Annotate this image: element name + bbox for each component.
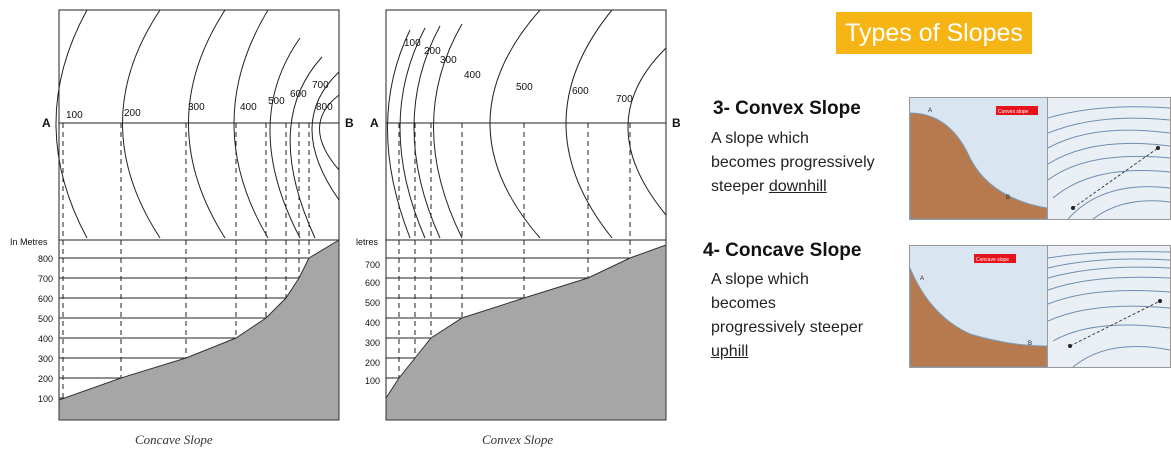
concave-contour-label: 800 <box>316 102 333 113</box>
convex-height-tick: 500 <box>365 298 380 308</box>
concave-contour-label: 600 <box>290 89 307 100</box>
convex-height-tick: 300 <box>365 338 380 348</box>
concave-point-a: A <box>42 116 51 130</box>
concave-height-tick: 500 <box>38 314 53 324</box>
concave-contour-label: 700 <box>312 80 329 91</box>
concave-desc-line: A slope which <box>711 271 809 288</box>
concave-height-tick: 100 <box>38 394 53 404</box>
concave-thumb-point-b: B <box>1028 341 1032 347</box>
convex-contour-label: 700 <box>616 94 633 105</box>
concave-contour-label: 100 <box>66 110 83 121</box>
concave-height-tick: 300 <box>38 354 53 364</box>
convex-contour-label: 200 <box>424 46 441 57</box>
concave-caption: Concave Slope <box>135 432 213 447</box>
concave-height-tick: 400 <box>38 334 53 344</box>
convex-point-a: A <box>370 116 379 130</box>
convex-height-tick: 400 <box>365 318 380 328</box>
convex-desc-underlined: downhill <box>768 178 827 195</box>
convex-height-tick: 200 <box>365 358 380 368</box>
convex-contour-label: 600 <box>572 86 589 97</box>
concave-height-tick: 600 <box>38 294 53 304</box>
concave-contour-label: 300 <box>188 102 205 113</box>
concave-slope-heading: 4- Concave Slope <box>703 240 862 261</box>
convex-desc-line: steeper downhill <box>711 175 875 199</box>
convex-contour-label: 500 <box>516 82 533 93</box>
concave-height-tick: 700 <box>38 274 53 284</box>
convex-height-tick: 700 <box>365 260 380 270</box>
panel-title: Types of Slopes <box>836 12 1032 54</box>
concave-thumb-point-a: A <box>920 276 924 282</box>
convex-point-b: B <box>672 116 681 130</box>
concave-height-tick: 200 <box>38 374 53 384</box>
concave-axis-title: In Metres <box>10 237 48 247</box>
convex-contours <box>387 9 667 239</box>
convex-diagram: A B 100 200 300 400 500 600 700 le <box>356 9 681 447</box>
concave-contour-label: 500 <box>268 96 285 107</box>
convex-contour-label: 400 <box>464 70 481 81</box>
convex-thumb-label: Convex slope <box>998 109 1029 115</box>
convex-desc-line: becomes progressively <box>711 154 875 171</box>
concave-slope-description: A slope which becomes progressively stee… <box>711 268 863 364</box>
convex-desc-line: A slope which <box>711 130 809 147</box>
convex-profile <box>385 244 667 421</box>
convex-contour-map-thumbnail <box>1047 97 1171 220</box>
convex-axis-title: letres <box>356 237 379 247</box>
concave-desc-line: progressively steeper <box>711 319 864 336</box>
concave-point-b: B <box>345 116 354 130</box>
concave-contour-label: 200 <box>124 108 141 119</box>
concave-thumb-label: Concave slope <box>976 257 1009 263</box>
concave-contour-label: 400 <box>240 102 257 113</box>
convex-height-tick: 600 <box>365 278 380 288</box>
concave-cross-section-thumbnail: Concave slope A B <box>909 245 1048 368</box>
concave-contour-map-thumbnail <box>1047 245 1171 368</box>
concave-height-tick: 800 <box>38 254 53 264</box>
concave-desc-line: becomes <box>711 295 776 312</box>
convex-caption: Convex Slope <box>482 432 553 447</box>
concave-desc-underlined: uphill <box>711 343 749 360</box>
concave-contours <box>55 9 340 239</box>
convex-desc-text: steeper <box>711 178 769 195</box>
convex-contour-label: 100 <box>404 38 421 49</box>
convex-contour-label: 300 <box>440 55 457 66</box>
convex-cross-section-thumbnail: Convex slope A B <box>909 97 1048 220</box>
concave-diagram: A B 100 200 300 400 500 600 700 800 <box>10 9 354 447</box>
convex-thumb-point-b: B <box>1006 195 1010 201</box>
convex-height-tick: 100 <box>365 376 380 386</box>
convex-slope-description: A slope which becomes progressively stee… <box>711 127 875 199</box>
concave-profile <box>58 239 340 421</box>
convex-slope-heading: 3- Convex Slope <box>713 98 861 119</box>
convex-thumb-point-a: A <box>928 108 932 114</box>
